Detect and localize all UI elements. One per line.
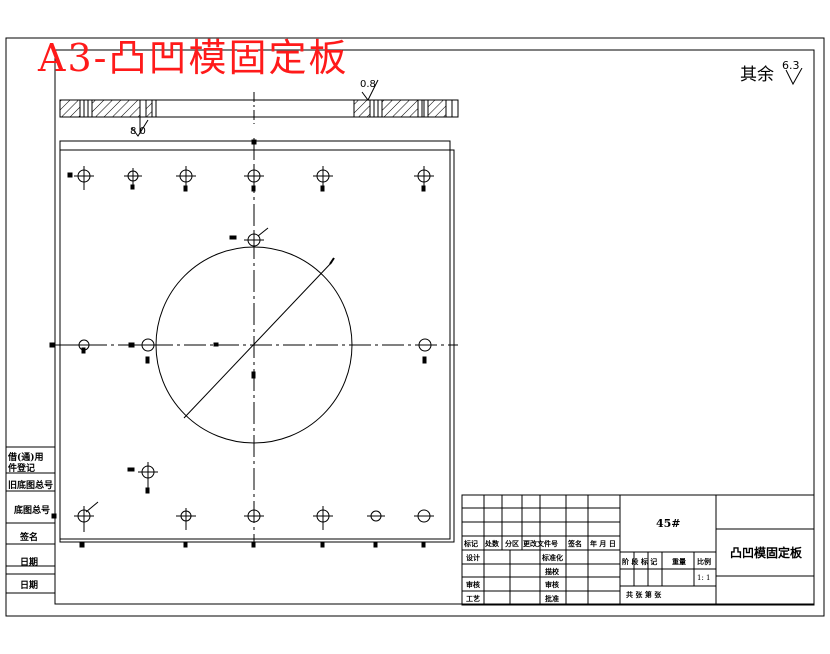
side-stamp-table bbox=[5, 446, 56, 594]
drawing-title: A3-凸凹模固定板 bbox=[38, 36, 349, 80]
role-standard: 标准化 bbox=[542, 553, 563, 562]
stage-header: 阶 段 标 记 bbox=[622, 557, 658, 566]
roughness-value: 6.3 bbox=[782, 59, 800, 72]
weight-header: 重量 bbox=[672, 557, 686, 566]
role-review: 审核 bbox=[545, 580, 559, 589]
rev-header-zone: 分区 bbox=[505, 539, 519, 548]
side-label-drawing-no: 底图总号 bbox=[14, 506, 51, 516]
top-roughness-dim: 0.8 bbox=[360, 79, 376, 90]
rev-header-date: 年 月 日 bbox=[590, 539, 616, 548]
role-trace: 描校 bbox=[545, 567, 559, 576]
rev-header-sign: 签名 bbox=[568, 539, 582, 548]
inner-border bbox=[54, 49, 815, 605]
role-approve: 批准 bbox=[545, 594, 559, 603]
title-block bbox=[461, 494, 815, 606]
side-label-borrow: 借(通)用 bbox=[8, 453, 44, 463]
side-label-old-drawing: 旧底图总号 bbox=[8, 481, 54, 491]
rev-header-count: 处数 bbox=[485, 539, 499, 548]
roughness-symbol bbox=[785, 68, 803, 86]
thickness-dim: 8 0 bbox=[130, 126, 146, 137]
side-label-register: 件登记 bbox=[8, 464, 36, 474]
section-view bbox=[59, 79, 459, 137]
material-text: 45# bbox=[656, 517, 681, 530]
sheet-count: 共 张 第 张 bbox=[626, 590, 662, 599]
roughness-note: 其余 bbox=[740, 65, 774, 85]
side-label-signature: 签名 bbox=[20, 533, 39, 543]
side-label-date-2: 日期 bbox=[20, 581, 39, 591]
role-check: 审核 bbox=[466, 580, 480, 589]
scale-value: 1: 1 bbox=[697, 574, 711, 582]
plate-plan-view bbox=[52, 138, 458, 545]
outer-border bbox=[5, 37, 825, 617]
rev-header-mark: 标记 bbox=[464, 539, 478, 548]
hole-pattern bbox=[49, 139, 435, 548]
rev-header-docno: 更改文件号 bbox=[523, 539, 558, 548]
scale-header: 比例 bbox=[697, 557, 711, 566]
part-name: 凸凹模固定板 bbox=[730, 546, 803, 560]
role-process: 工艺 bbox=[466, 594, 480, 603]
role-design: 设计 bbox=[466, 553, 480, 562]
side-label-date-1: 日期 bbox=[20, 558, 39, 568]
